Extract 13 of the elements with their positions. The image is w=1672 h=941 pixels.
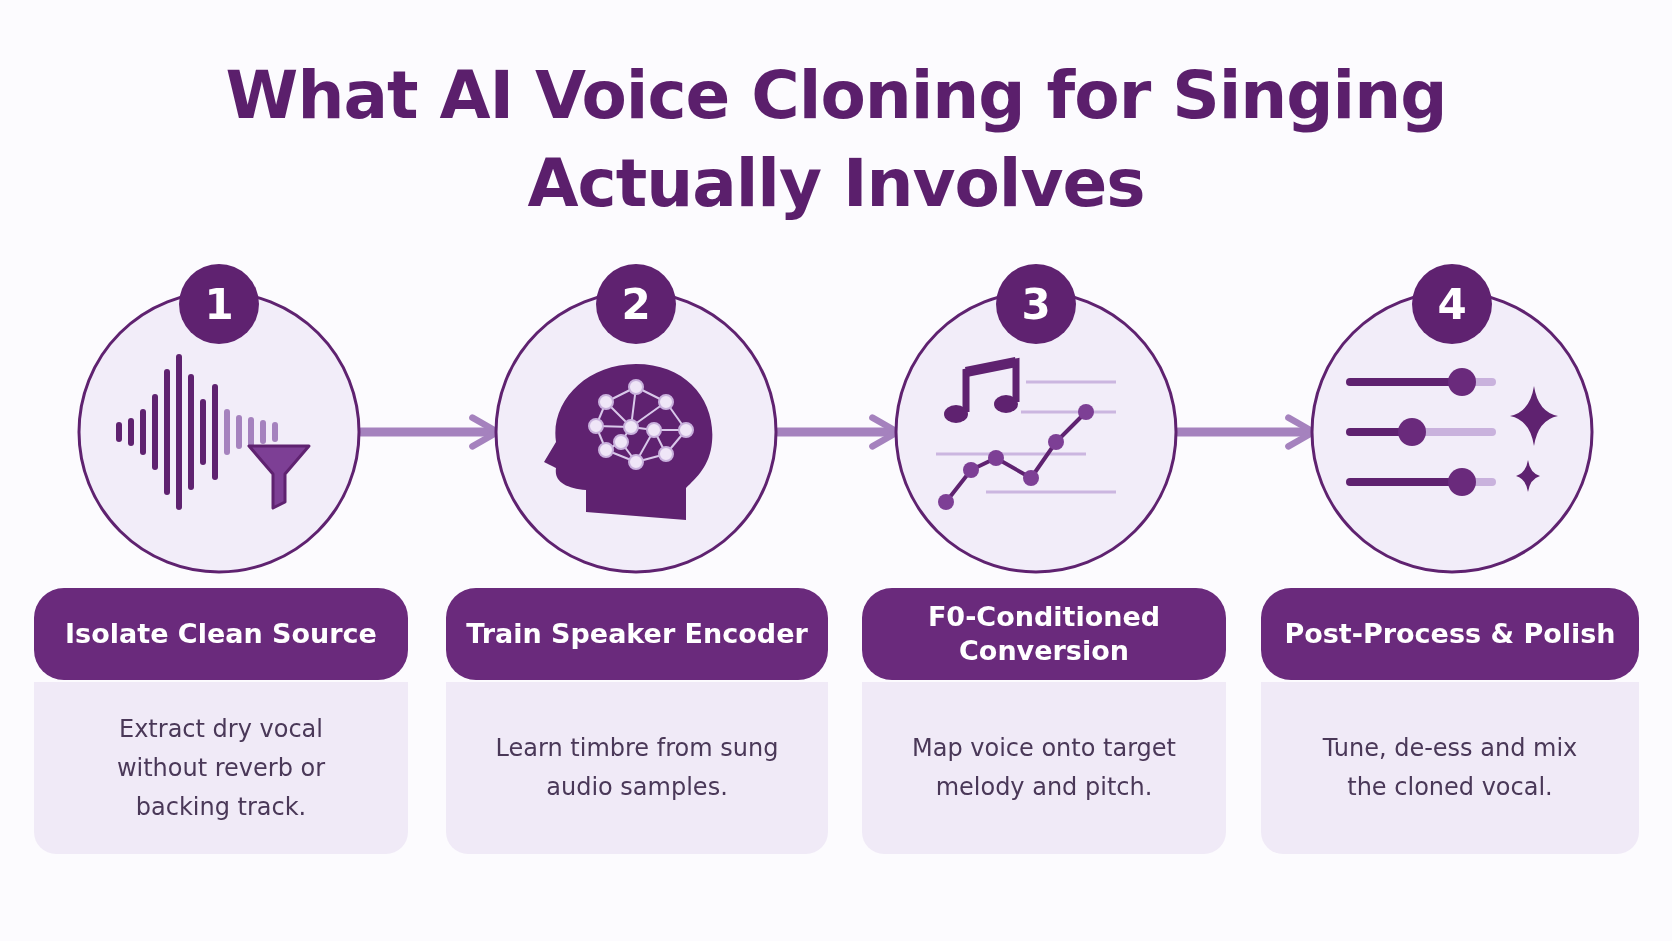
- step-title-pill: Train Speaker Encoder: [446, 588, 828, 680]
- diagram-title: What AI Voice Cloning for Singing Actually Involves: [224, 56, 1448, 224]
- step-number-badge: 1: [179, 264, 259, 344]
- step-description-card: Map voice onto target melody and pitch.: [862, 682, 1226, 854]
- step-number-badge: 3: [996, 264, 1076, 344]
- step-number-badge: 4: [1412, 264, 1492, 344]
- step-description-card: Learn timbre from sung audio samples.: [446, 682, 828, 854]
- step-title-pill: Isolate Clean Source: [34, 588, 408, 680]
- step-title-pill: F0-Conditioned Conversion: [862, 588, 1226, 680]
- step-number-badge: 2: [596, 264, 676, 344]
- step-description-card: Extract dry vocal without reverb or backing track.: [34, 682, 408, 854]
- step-description-card: Tune, de-ess and mix the cloned vocal.: [1261, 682, 1639, 854]
- step-title-pill: Post-Process & Polish: [1261, 588, 1639, 680]
